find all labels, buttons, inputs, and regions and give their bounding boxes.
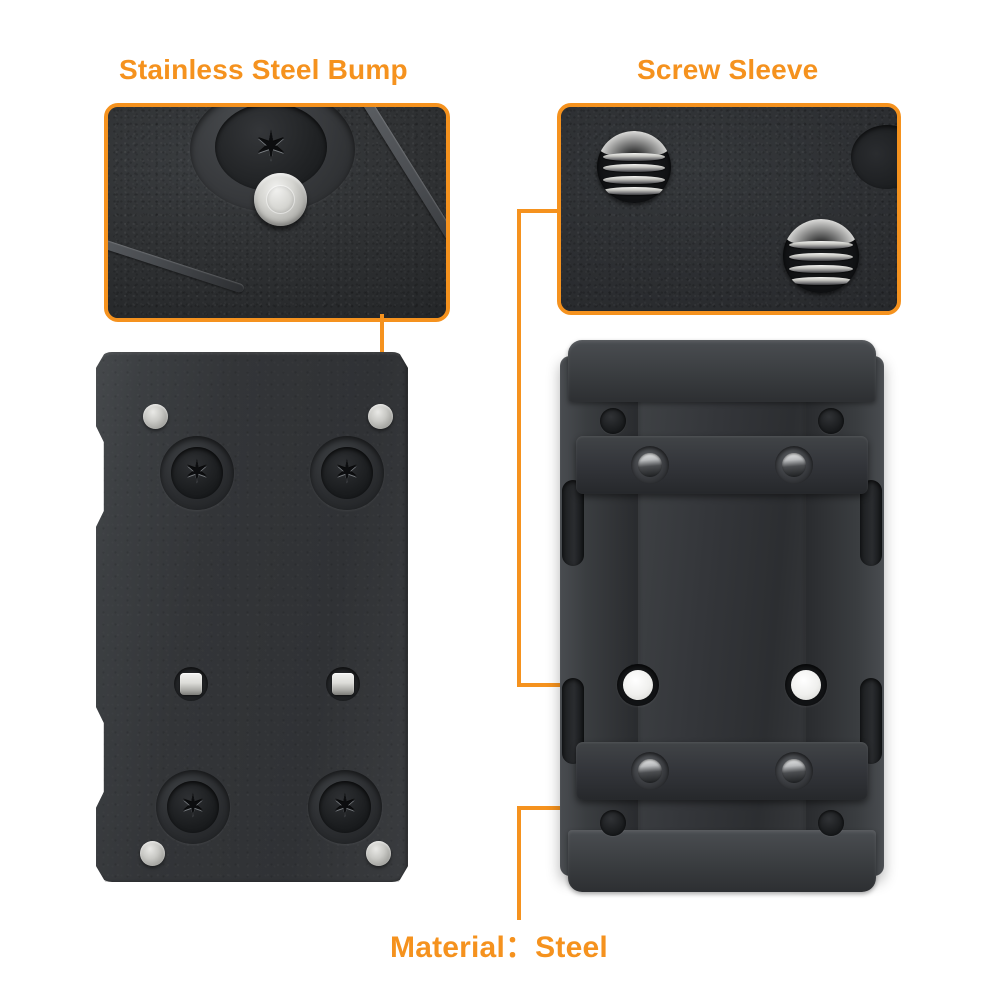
- rail-slot-right-lower: [860, 678, 882, 764]
- through-hole-left: [617, 664, 659, 706]
- rail-slot-right-upper: [860, 480, 882, 566]
- callout-box-screw-sleeve: [557, 103, 901, 315]
- torx-star-icon: ✶: [180, 790, 206, 823]
- material-caption: Material：Steel: [390, 931, 608, 964]
- torx-screw-head: ✶: [215, 107, 327, 191]
- rail-slot-left-upper: [562, 480, 584, 566]
- torx-star-icon: ✶: [334, 456, 360, 489]
- cap-pin-bottom-left: [600, 810, 626, 836]
- torx-screw-top-right: ✶: [310, 436, 384, 510]
- torx-screw-bottom-right: ✶: [308, 770, 382, 844]
- torx-star-icon: ✶: [254, 125, 288, 169]
- bump-concentric-ring: [265, 184, 296, 215]
- cap-pin-top-left: [600, 408, 626, 434]
- leader-line-sleeve-segment-vertical: [517, 209, 521, 687]
- sleeve-thread: [789, 253, 853, 262]
- callout-image-screw-sleeve: [561, 107, 897, 311]
- callout-title-screw-sleeve: Screw Sleeve: [637, 54, 819, 85]
- cross-bar-upper: [576, 436, 868, 494]
- callout-title-stainless-steel-bump: Stainless Steel Bump: [119, 54, 408, 85]
- torx-star-icon: ✶: [332, 790, 358, 823]
- torx-screw-bottom-left: ✶: [156, 770, 230, 844]
- stainless-steel-bump: [254, 173, 307, 226]
- torx-star-icon: ✶: [184, 456, 210, 489]
- sleeve-thread: [602, 187, 666, 196]
- sleeve-thread: [789, 276, 853, 285]
- mount-cap-top: [568, 340, 876, 402]
- screw-sleeve-lower: [783, 219, 859, 293]
- screw-sleeve-upper: [597, 131, 671, 203]
- callout-image-stainless-steel-bump: ✶: [108, 107, 446, 318]
- stainless-bump-bottom-left: [140, 841, 165, 866]
- cap-pin-bottom-right: [818, 810, 844, 836]
- cross-bolt-upper-right: [775, 446, 813, 484]
- product-mounting-plate[interactable]: ✶ ✶ ✶ ✶: [96, 352, 408, 882]
- cross-bolt-upper-left: [631, 446, 669, 484]
- cross-bar-lower: [576, 742, 868, 800]
- product-picatinny-mount[interactable]: [560, 340, 884, 892]
- screw-sleeve-middle-right: [326, 667, 360, 701]
- sleeve-thread: [789, 264, 853, 273]
- stainless-bump-top-left: [143, 404, 168, 429]
- through-hole-right: [785, 664, 827, 706]
- cross-bolt-lower-right: [775, 752, 813, 790]
- leader-line-material-vertical: [517, 806, 521, 920]
- stainless-bump-top-right: [368, 404, 393, 429]
- sleeve-mouth: [598, 131, 670, 157]
- sleeve-thread: [602, 164, 666, 173]
- cap-pin-top-right: [818, 408, 844, 434]
- stainless-bump-bottom-right: [366, 841, 391, 866]
- mount-cap-bottom: [568, 830, 876, 892]
- sleeve-thread: [602, 152, 666, 161]
- cross-bolt-lower-left: [631, 752, 669, 790]
- screw-sleeve-middle-left: [174, 667, 208, 701]
- sleeve-thread: [602, 175, 666, 184]
- torx-screw-top-left: ✶: [160, 436, 234, 510]
- callout-box-stainless-steel-bump: ✶: [104, 103, 450, 322]
- sleeve-thread: [789, 241, 853, 250]
- leader-line-sleeve-segment-top: [517, 209, 561, 213]
